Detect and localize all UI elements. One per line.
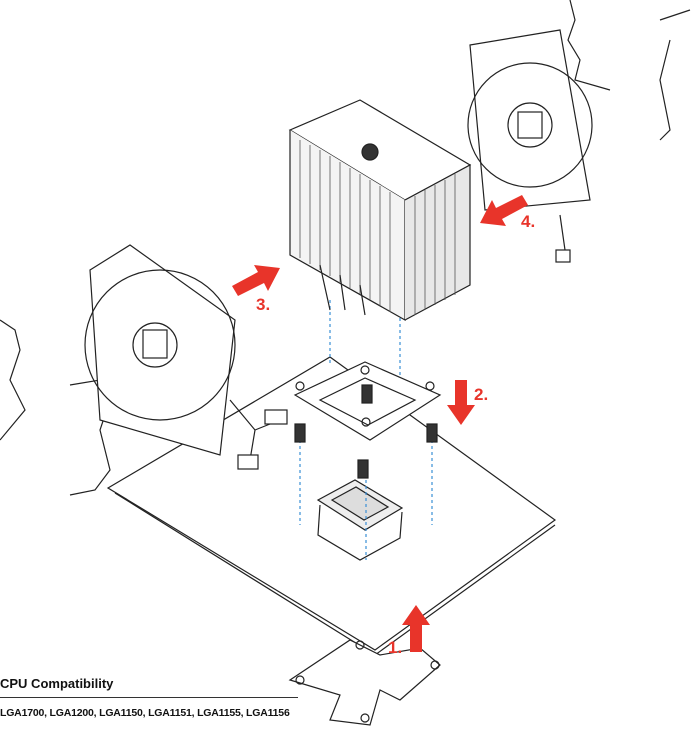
case-panel-fragment-left <box>0 319 111 496</box>
step-label-3: 3. <box>256 295 271 314</box>
step-label-2: 2. <box>474 385 489 404</box>
cpu-socket <box>316 479 404 561</box>
step-arrows <box>232 195 528 652</box>
fan-left <box>84 244 288 470</box>
cpu-compatibility-title: CPU Compatibility <box>0 676 114 691</box>
backplate <box>288 639 441 726</box>
arrow-step-1 <box>402 605 430 652</box>
cpu-socket-list: LGA1700, LGA1200, LGA1150, LGA1151, LGA1… <box>0 707 290 719</box>
arrow-step-2 <box>447 380 475 425</box>
arrow-step-4 <box>480 195 528 226</box>
divider <box>0 697 298 698</box>
heatsink-tower <box>288 99 472 322</box>
mounting-bracket <box>293 361 442 479</box>
fan-right <box>467 29 593 263</box>
step-label-4: 4. <box>521 212 536 231</box>
step-label-1: 1. <box>388 638 403 657</box>
case-panel-fragment-right <box>567 0 691 141</box>
arrow-step-3 <box>232 265 280 296</box>
